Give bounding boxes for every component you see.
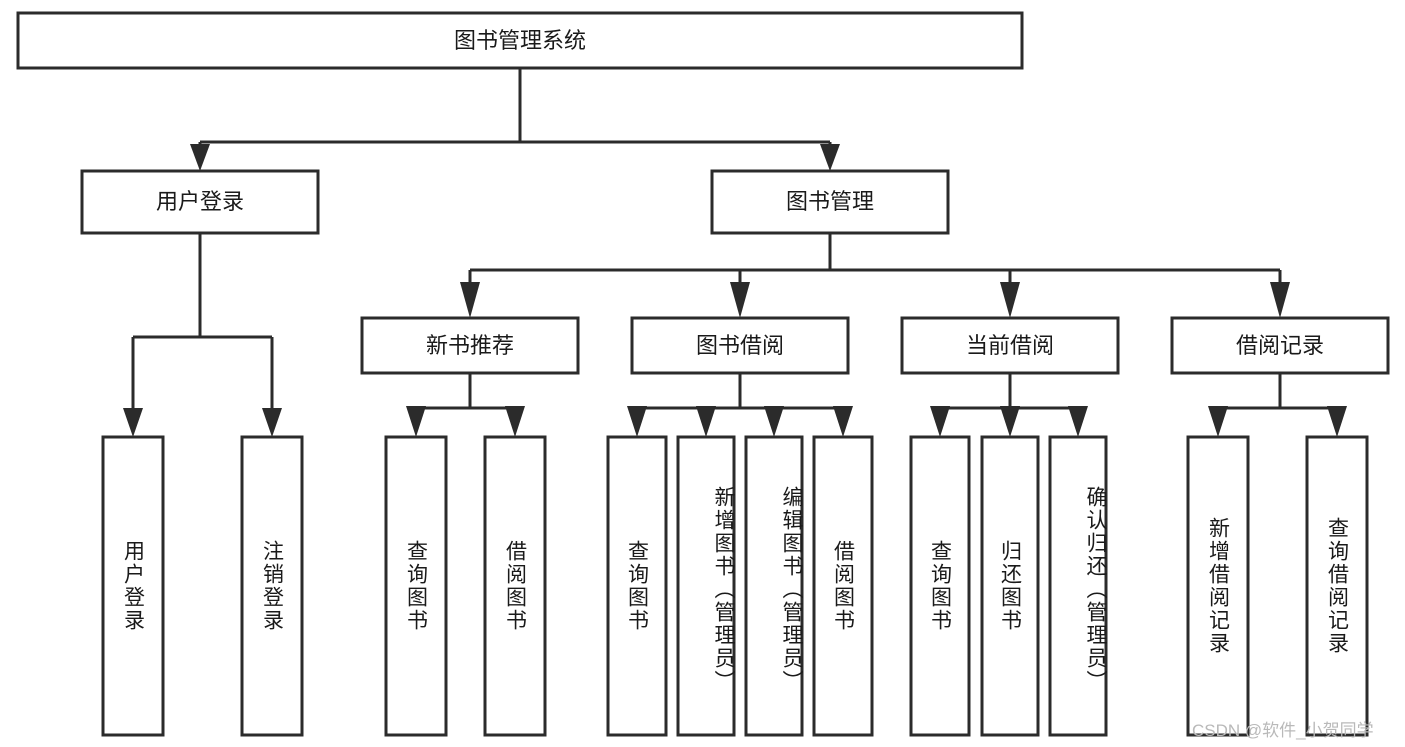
arrow-to-leaf-query-book-2 xyxy=(627,406,647,437)
node-leaf-query-book-3-box[interactable] xyxy=(909,435,971,737)
connector-layer xyxy=(123,68,1347,437)
arrow-to-leaf-user-login xyxy=(123,408,143,437)
node-cur-borrow-box[interactable] xyxy=(900,316,1120,375)
arrow-to-leaf-borrow-book-1 xyxy=(505,406,525,437)
node-book-borrow-label: 图书借阅 xyxy=(696,333,784,358)
arrow-to-leaf-add-log xyxy=(1208,406,1228,437)
node-cur-borrow-label: 当前借阅 xyxy=(966,333,1054,358)
arrow-to-leaf-return-book xyxy=(1000,406,1020,437)
node-user-login-box[interactable] xyxy=(80,169,320,235)
watermark-text: CSDN @软件_小贺同学 xyxy=(1192,721,1374,740)
node-leaf-query-book-2-box[interactable] xyxy=(606,435,668,737)
node-leaf-user-login-box[interactable] xyxy=(101,435,165,737)
node-book-mgmt-label: 图书管理 xyxy=(786,189,874,214)
node-borrow-log-label: 借阅记录 xyxy=(1236,333,1324,358)
node-book-borrow-box[interactable] xyxy=(630,316,850,375)
node-leaf-query-log-box[interactable] xyxy=(1305,435,1369,737)
arrow-to-leaf-query-book-1 xyxy=(406,406,426,437)
node-root-box[interactable] xyxy=(16,11,1024,70)
node-user-login-label: 用户登录 xyxy=(156,189,244,214)
node-new-rec-box[interactable] xyxy=(360,316,580,375)
arrow-to-book-mgmt xyxy=(820,144,840,171)
arrow-to-cur-borrow xyxy=(1000,282,1020,318)
node-leaf-edit-book-box[interactable] xyxy=(744,435,804,737)
arrow-to-leaf-add-book xyxy=(696,406,716,437)
arrow-to-leaf-query-log xyxy=(1327,406,1347,437)
node-leaf-confirm-return-box[interactable] xyxy=(1048,435,1108,737)
arrow-to-leaf-confirm-return xyxy=(1068,406,1088,437)
node-borrow-log-box[interactable] xyxy=(1170,316,1390,375)
node-leaf-return-book-box[interactable] xyxy=(980,435,1040,737)
node-leaf-logout-box[interactable] xyxy=(240,435,304,737)
node-book-mgmt-box[interactable] xyxy=(710,169,950,235)
arrow-to-borrow-log xyxy=(1270,282,1290,318)
node-leaf-borrow-book-2-box[interactable] xyxy=(812,435,874,737)
arrow-to-leaf-edit-book xyxy=(764,406,784,437)
node-leaf-borrow-book-1-box[interactable] xyxy=(483,435,547,737)
arrow-to-leaf-query-book-3 xyxy=(930,406,950,437)
arrow-to-leaf-borrow-book-2 xyxy=(833,406,853,437)
arrow-to-leaf-logout xyxy=(262,408,282,437)
arrow-to-book-borrow xyxy=(730,282,750,318)
node-leaf-add-book-box[interactable] xyxy=(676,435,736,737)
node-leaf-add-log-box[interactable] xyxy=(1186,435,1250,737)
node-new-rec-label: 新书推荐 xyxy=(426,333,514,358)
arrow-to-new-rec xyxy=(460,282,480,318)
node-layer: 图书管理系统 用户登录 图书管理 新书推荐 图书借阅 当前借阅 借阅记录 xyxy=(16,11,1390,737)
arrow-to-user-login xyxy=(190,144,210,171)
node-root-label: 图书管理系统 xyxy=(454,28,586,53)
node-leaf-query-book-1-box[interactable] xyxy=(384,435,448,737)
